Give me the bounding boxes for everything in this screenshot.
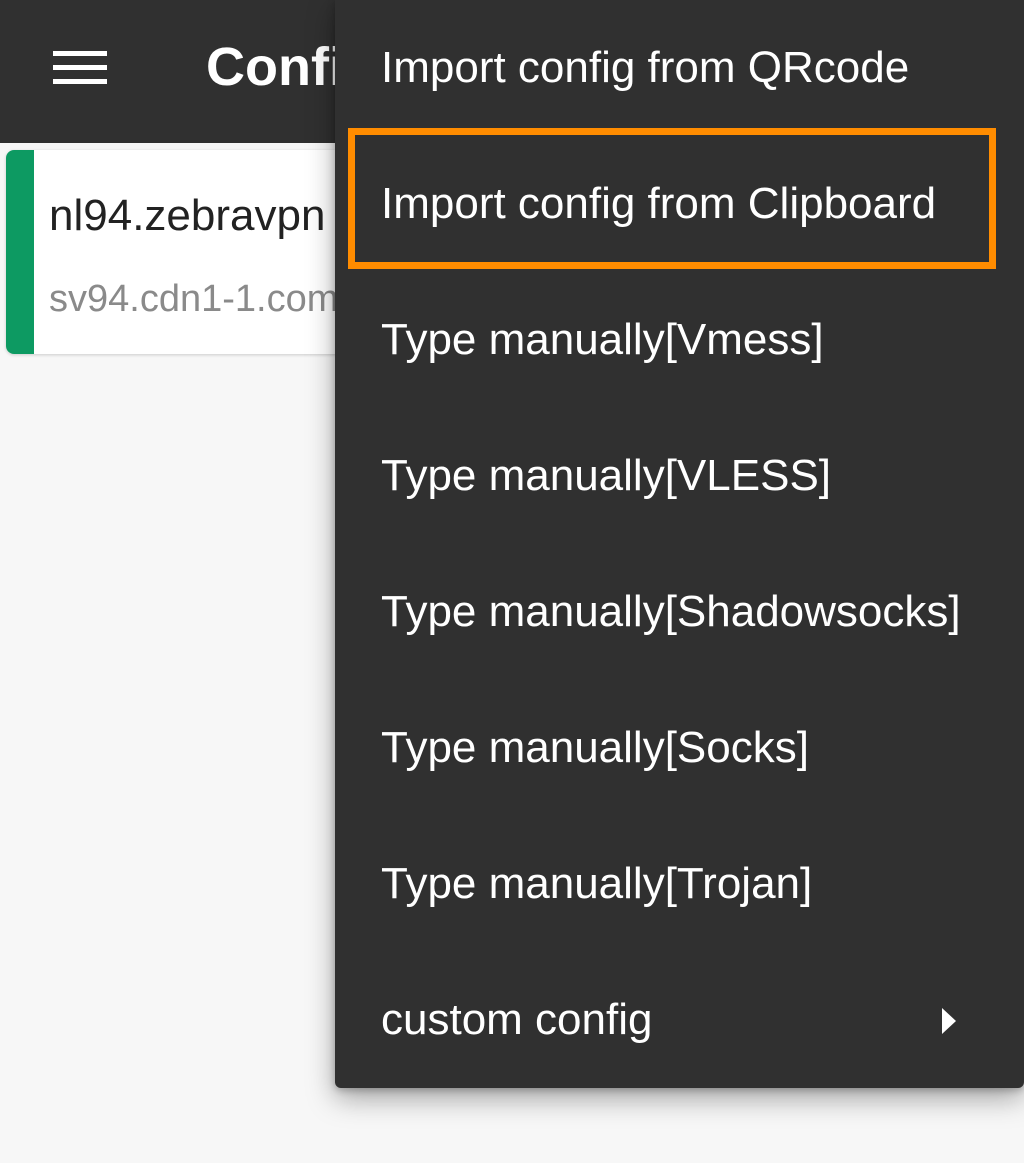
menu-item-label: Import config from QRcode bbox=[381, 43, 910, 92]
server-name: nl94.zebravpn bbox=[49, 191, 326, 240]
menu-item-import-qrcode[interactable]: Import config from QRcode bbox=[335, 0, 1024, 136]
menu-item-label: Type manually[Trojan] bbox=[381, 859, 813, 908]
chevron-right-icon bbox=[942, 1008, 956, 1034]
menu-item-import-clipboard[interactable]: Import config from Clipboard bbox=[335, 136, 1024, 272]
menu-item-label: Type manually[VLESS] bbox=[381, 451, 832, 500]
menu-item-custom-config[interactable]: custom config bbox=[335, 952, 1024, 1088]
menu-item-label: Type manually[Shadowsocks] bbox=[381, 587, 961, 636]
menu-item-type-vless[interactable]: Type manually[VLESS] bbox=[335, 408, 1024, 544]
menu-item-label: Type manually[Vmess] bbox=[381, 315, 824, 364]
menu-item-label: Import config from Clipboard bbox=[381, 179, 937, 228]
add-config-popup-menu: Import config from QRcode Import config … bbox=[335, 0, 1024, 1088]
toolbar-title: Confi bbox=[206, 37, 344, 97]
menu-item-label: custom config bbox=[381, 995, 653, 1044]
menu-item-type-socks[interactable]: Type manually[Socks] bbox=[335, 680, 1024, 816]
menu-item-label: Type manually[Socks] bbox=[381, 723, 809, 772]
menu-item-type-vmess[interactable]: Type manually[Vmess] bbox=[335, 272, 1024, 408]
selected-indicator bbox=[6, 150, 34, 354]
hamburger-menu-icon bbox=[53, 51, 107, 85]
menu-item-type-trojan[interactable]: Type manually[Trojan] bbox=[335, 816, 1024, 952]
server-address: sv94.cdn1-1.com bbox=[49, 278, 339, 320]
navigation-drawer-button[interactable] bbox=[40, 30, 120, 106]
menu-item-type-shadowsocks[interactable]: Type manually[Shadowsocks] bbox=[335, 544, 1024, 680]
